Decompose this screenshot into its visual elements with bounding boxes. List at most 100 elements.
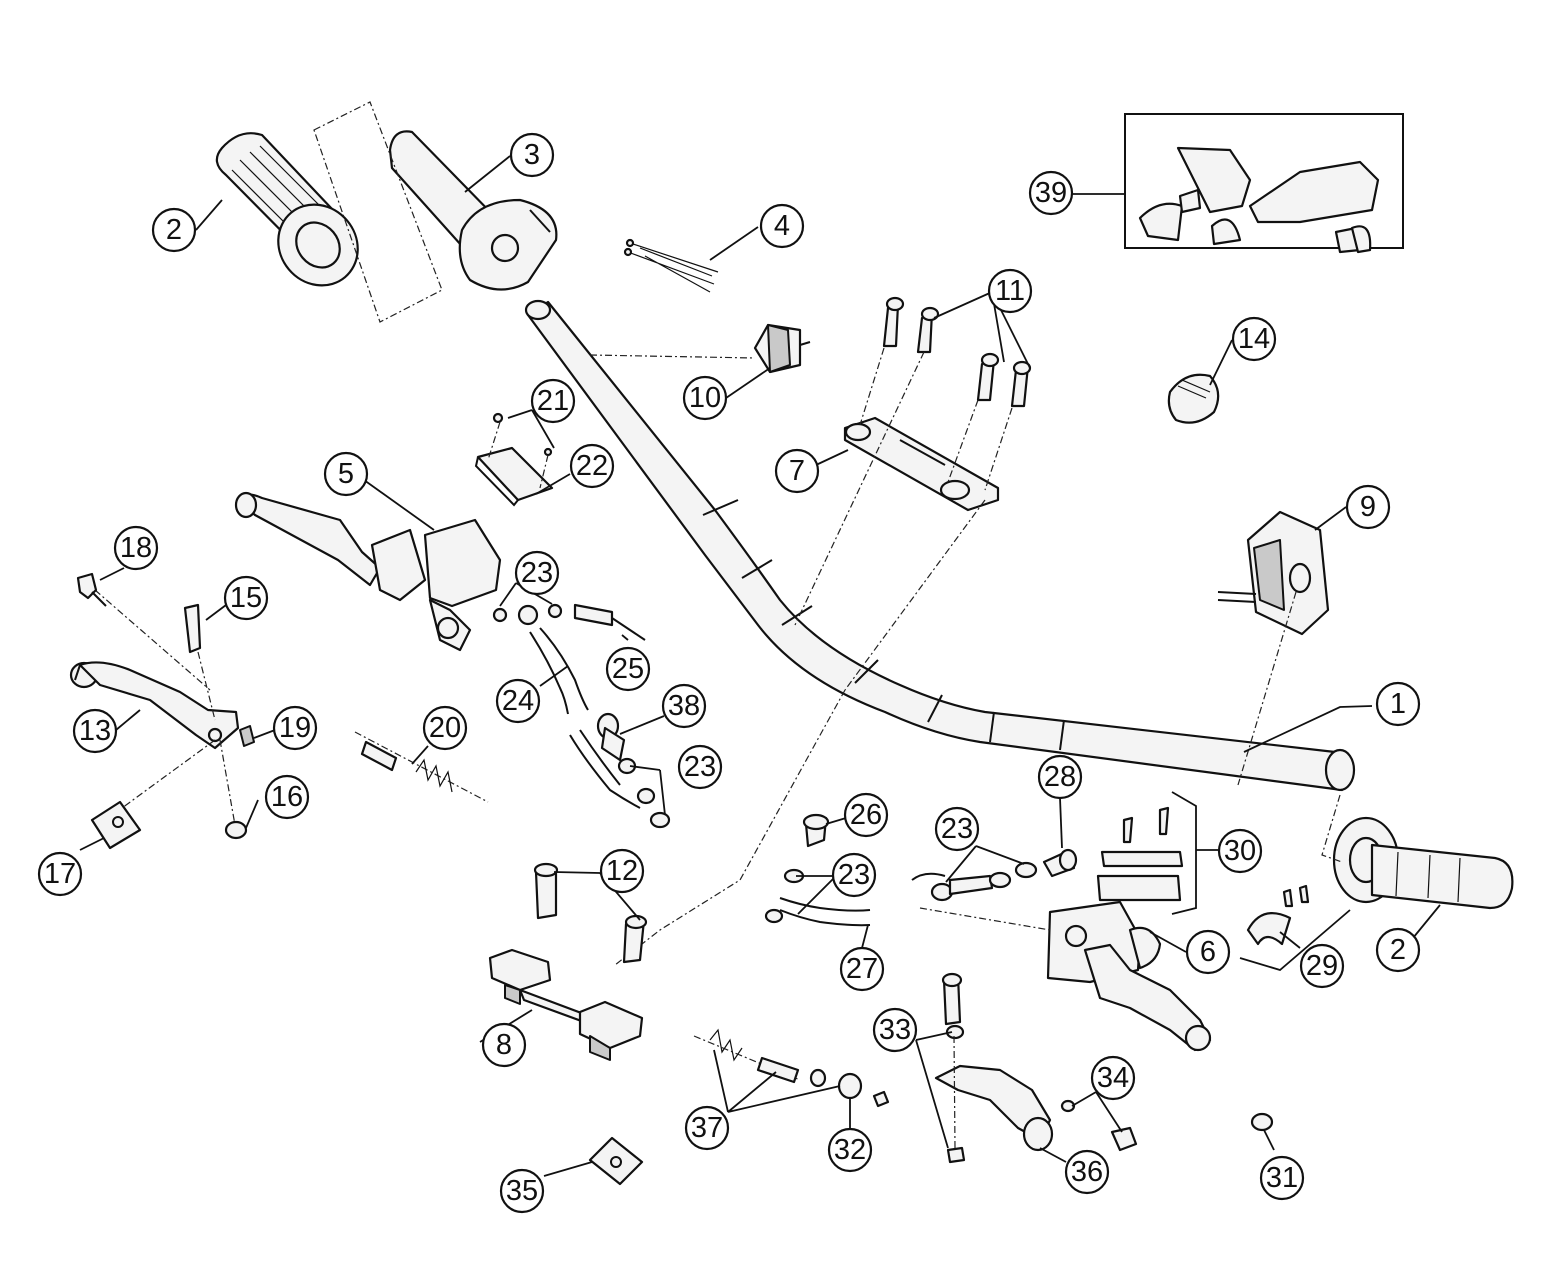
banjo-bolt xyxy=(569,712,671,829)
svg-text:5: 5 xyxy=(338,458,354,490)
svg-text:28: 28 xyxy=(1044,761,1076,793)
throttle-cable xyxy=(623,238,719,293)
svg-text:3: 3 xyxy=(524,139,540,171)
svg-text:30: 30 xyxy=(1224,835,1256,867)
svg-text:37: 37 xyxy=(691,1112,723,1144)
callout-11: 11 xyxy=(987,268,1033,314)
callout-9: 9 xyxy=(1345,484,1391,530)
callout-27: 27 xyxy=(839,946,885,992)
callout-20: 20 xyxy=(422,705,468,751)
callout-8: 8 xyxy=(481,1022,527,1068)
brake-lever-pin xyxy=(693,1028,890,1108)
svg-text:13: 13 xyxy=(79,715,111,747)
clutch-lever xyxy=(69,661,240,750)
svg-text:9: 9 xyxy=(1360,491,1376,523)
svg-text:34: 34 xyxy=(1097,1062,1129,1094)
svg-text:33: 33 xyxy=(879,1014,911,1046)
callout-13: 13 xyxy=(72,708,118,754)
callout-39: 39 xyxy=(1028,170,1074,216)
callout-36: 36 xyxy=(1064,1149,1110,1195)
callout-6: 6 xyxy=(1185,929,1231,975)
callout-26: 26 xyxy=(843,792,889,838)
banjo-upper xyxy=(911,848,1078,902)
svg-text:25: 25 xyxy=(612,653,644,685)
svg-text:19: 19 xyxy=(279,712,311,744)
callout-18: 18 xyxy=(113,525,159,571)
svg-text:38: 38 xyxy=(668,690,700,722)
svg-text:23: 23 xyxy=(941,813,973,845)
brake-lever xyxy=(934,972,1054,1164)
callout-31: 31 xyxy=(1259,1155,1305,1201)
svg-text:29: 29 xyxy=(1306,950,1338,982)
callout-21: 21 xyxy=(530,378,576,424)
clutch-master-cylinder xyxy=(234,491,502,652)
lower-clamp-bolts xyxy=(533,862,648,964)
handguard-kit-box xyxy=(1124,113,1404,249)
svg-text:7: 7 xyxy=(789,455,805,487)
clutch-hose-fittings xyxy=(492,603,646,715)
upper-clamp xyxy=(843,416,1000,512)
callout-3: 3 xyxy=(509,132,555,178)
svg-text:2: 2 xyxy=(166,214,182,246)
callout-35: 35 xyxy=(499,1168,545,1214)
svg-text:8: 8 xyxy=(496,1029,512,1061)
cable-strap xyxy=(1167,373,1220,424)
svg-text:16: 16 xyxy=(271,781,303,813)
callout-23-c: 23 xyxy=(831,852,877,898)
svg-text:15: 15 xyxy=(230,582,262,614)
callout-38: 38 xyxy=(661,683,707,729)
svg-text:6: 6 xyxy=(1200,936,1216,968)
callout-2-left: 2 xyxy=(151,207,197,253)
callout-33: 33 xyxy=(872,1007,918,1053)
handlebar xyxy=(524,299,1356,792)
svg-text:35: 35 xyxy=(506,1175,538,1207)
svg-text:23: 23 xyxy=(838,859,870,891)
svg-text:23: 23 xyxy=(521,557,553,589)
lower-clamp xyxy=(488,948,644,1061)
callout-16: 16 xyxy=(264,774,310,820)
callout-5: 5 xyxy=(323,451,369,497)
svg-text:12: 12 xyxy=(606,855,638,887)
right-switch xyxy=(1217,510,1330,636)
reservoir-cover xyxy=(474,412,554,507)
nut xyxy=(1250,1112,1274,1132)
callout-30: 30 xyxy=(1217,828,1263,874)
svg-text:32: 32 xyxy=(834,1134,866,1166)
cable-guide xyxy=(588,1136,644,1186)
svg-text:18: 18 xyxy=(120,532,152,564)
callout-4: 4 xyxy=(759,203,805,249)
callout-29: 29 xyxy=(1299,943,1345,989)
svg-text:31: 31 xyxy=(1266,1162,1298,1194)
lever-screw xyxy=(1060,1099,1138,1152)
brake-master-cylinder xyxy=(1046,900,1212,1052)
callout-19: 19 xyxy=(272,705,318,751)
brake-pads xyxy=(1096,791,1197,915)
clamp-bolts xyxy=(882,296,1032,408)
callout-23-b: 23 xyxy=(677,744,723,790)
svg-text:22: 22 xyxy=(576,450,608,482)
callout-23-d: 23 xyxy=(934,806,980,852)
throttle-assembly xyxy=(388,130,558,291)
svg-text:27: 27 xyxy=(846,953,878,985)
svg-text:2: 2 xyxy=(1390,934,1406,966)
callout-1: 1 xyxy=(1375,681,1421,727)
svg-text:23: 23 xyxy=(684,751,716,783)
svg-text:10: 10 xyxy=(689,382,721,414)
callout-25: 25 xyxy=(605,646,651,692)
callout-34: 34 xyxy=(1090,1055,1136,1101)
callout-37: 37 xyxy=(684,1105,730,1151)
handguard-kit xyxy=(1138,146,1380,254)
callout-7: 7 xyxy=(774,448,820,494)
callout-10: 10 xyxy=(682,375,728,421)
pin-and-spring xyxy=(354,731,489,803)
callout-23-a: 23 xyxy=(514,550,560,596)
svg-text:36: 36 xyxy=(1071,1156,1103,1188)
callout-32: 32 xyxy=(827,1127,873,1173)
right-grip xyxy=(1332,816,1514,910)
leader-lines xyxy=(79,155,1441,1177)
callout-14: 14 xyxy=(1231,316,1277,362)
callout-28: 28 xyxy=(1037,754,1083,800)
left-grip xyxy=(215,132,359,287)
svg-text:39: 39 xyxy=(1035,177,1067,209)
